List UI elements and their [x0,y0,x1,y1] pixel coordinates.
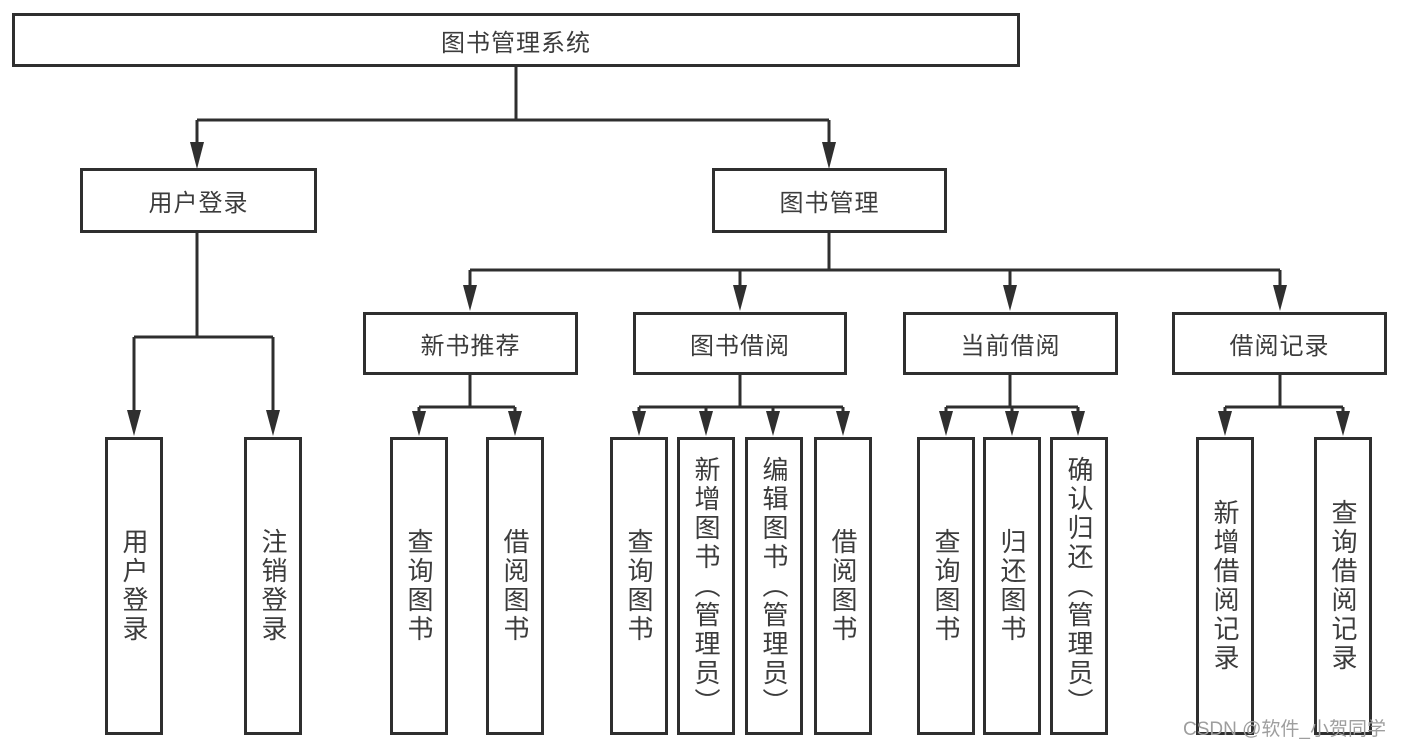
node-user-login: 用户登录 [80,168,317,233]
leaf-newbook-borrow-books: 借阅图书 [486,437,544,735]
leaf-records-query-record: 查询借阅记录 [1314,437,1372,735]
leaf-newbook-query-books: 查询图书 [390,437,448,735]
node-borrow-records: 借阅记录 [1172,312,1387,375]
connector-root-to-level2 [190,67,836,169]
node-label: 编辑图书（管理员） [759,455,789,717]
node-label: 借阅图书 [500,528,530,644]
node-label: 当前借阅 [960,333,1061,360]
connector-user-login-children [127,232,280,436]
node-root: 图书管理系统 [12,13,1020,67]
node-label: 图书管理系统 [441,29,591,57]
node-book-borrow: 图书借阅 [633,312,847,375]
node-book-management: 图书管理 [712,168,947,233]
node-label: 归还图书 [997,528,1027,644]
leaf-borrow-edit-books-admin: 编辑图书（管理员） [745,437,803,735]
node-label: 用户登录 [148,190,249,217]
node-label: 用户登录 [119,528,149,644]
node-label: 查询图书 [404,528,434,644]
leaf-user-login: 用户登录 [105,437,163,735]
leaf-borrow-add-books-admin: 新增图书（管理员） [677,437,735,735]
node-label: 借阅记录 [1229,333,1330,360]
node-label: 新书推荐 [420,333,521,360]
connector-borrow-records-children [1218,374,1350,436]
leaf-current-confirm-return-admin: 确认归还（管理员） [1050,437,1108,735]
leaf-borrow-borrow-books: 借阅图书 [814,437,872,735]
leaf-borrow-query-books: 查询图书 [610,437,668,735]
leaf-records-add-record: 新增借阅记录 [1196,437,1254,735]
node-label: 图书借阅 [690,333,790,360]
connector-book-management-children [463,232,1287,311]
node-label: 查询图书 [624,528,654,644]
connector-new-book-recommend-children [412,374,522,436]
node-label: 确认归还（管理员） [1064,455,1094,717]
node-label: 查询借阅记录 [1328,499,1358,673]
connector-current-borrow-children [939,374,1085,436]
connector-book-borrow-children [632,374,850,436]
node-label: 查询图书 [931,528,961,644]
node-label: 图书管理 [779,190,880,217]
node-new-book-recommend: 新书推荐 [363,312,578,375]
leaf-current-return-books: 归还图书 [983,437,1041,735]
node-label: 新增借阅记录 [1210,499,1240,673]
leaf-logout: 注销登录 [244,437,302,735]
node-label: 注销登录 [258,528,288,644]
csdn-watermark: CSDN @软件_小贺同学 [1183,719,1386,740]
node-label: 新增图书（管理员） [691,455,721,717]
node-current-borrow: 当前借阅 [903,312,1118,375]
node-label: 借阅图书 [828,528,858,644]
leaf-current-query-books: 查询图书 [917,437,975,735]
